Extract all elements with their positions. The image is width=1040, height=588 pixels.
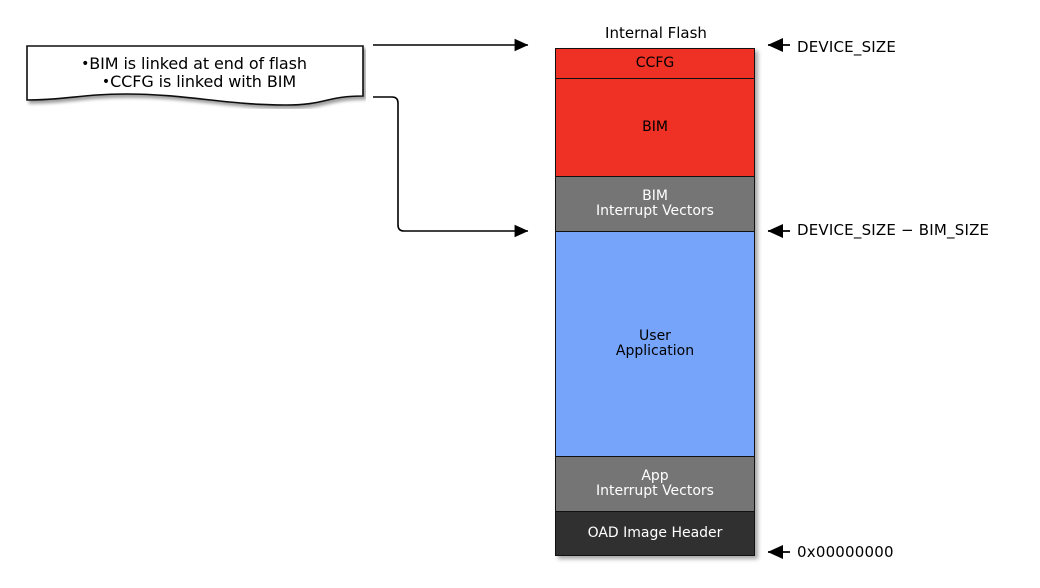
connector-ccfg-to-bim-boundary	[373, 96, 529, 238]
memory-segment-label: BIM	[642, 187, 668, 204]
memory-segment-bim: BIM	[556, 78, 754, 176]
callout-line-1-text: BIM is linked at end of flash	[89, 54, 307, 74]
callout-text: •BIM is linked at end of flash •CCFG is …	[26, 45, 362, 101]
memory-segment-sublabel: Application	[615, 343, 695, 359]
page-title: Internal Flash	[605, 24, 707, 42]
memory-segment-label: User	[639, 327, 671, 344]
memory-segment-sublabel: Interrupt Vectors	[596, 483, 714, 499]
memory-segment-ccfg: CCFG	[556, 49, 754, 78]
bullet-icon: •	[101, 74, 111, 90]
callout-note: •BIM is linked at end of flash •CCFG is …	[26, 45, 364, 106]
memory-segment-label: App	[641, 467, 669, 484]
annotation-device-size-minus-bim-size: DEVICE_SIZE − BIM_SIZE	[797, 221, 990, 239]
bullet-icon: •	[81, 56, 90, 73]
annotation-device-size: DEVICE_SIZE	[797, 38, 897, 56]
callout-shape	[26, 45, 364, 106]
memory-segment-label: CCFG	[635, 54, 675, 71]
memory-segment-sublabel: Interrupt Vectors	[596, 203, 714, 219]
annotation-base-address: 0x00000000	[797, 543, 894, 561]
memory-segment-label: OAD Image Header	[587, 524, 723, 541]
memory-segment-label: BIM	[642, 118, 668, 135]
callout-line-2-text: CCFG is linked with BIM	[110, 72, 297, 91]
callout-line-1: •BIM is linked at end of flash	[81, 55, 307, 73]
memory-segment-oad-image-header: OAD Image Header	[556, 511, 754, 555]
callout-line-2: •CCFG is linked with BIM	[92, 73, 296, 91]
